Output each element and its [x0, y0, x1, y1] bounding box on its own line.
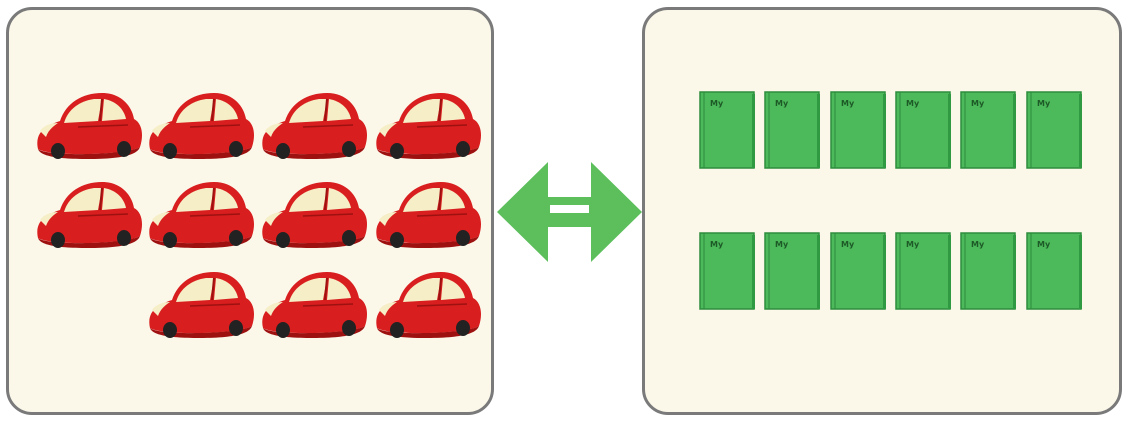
book-icon: My	[1026, 232, 1082, 310]
car-icon	[376, 272, 481, 338]
book-label: My	[841, 99, 855, 108]
car-icon	[149, 93, 254, 159]
book-icon: My	[830, 91, 886, 169]
book-icon: My	[895, 91, 951, 169]
book-label: My	[971, 99, 985, 108]
book-icon: My	[764, 232, 820, 310]
car-icon	[262, 93, 367, 159]
book-icon: My	[1026, 91, 1082, 169]
car-icon	[149, 272, 254, 338]
book-label: My	[841, 240, 855, 249]
book-label: My	[1037, 99, 1051, 108]
book-label: My	[710, 240, 724, 249]
book-label: My	[775, 240, 789, 249]
car-icon	[376, 93, 481, 159]
car-icon	[149, 182, 254, 248]
book-icon: My	[960, 232, 1016, 310]
book-label: My	[971, 240, 985, 249]
book-label: My	[775, 99, 789, 108]
book-icon: My	[764, 91, 820, 169]
car-icon	[37, 182, 142, 248]
book-label: My	[906, 99, 920, 108]
car-icon	[37, 93, 142, 159]
car-icon	[262, 182, 367, 248]
book-icon: My	[895, 232, 951, 310]
book-label: My	[1037, 240, 1051, 249]
books-panel	[642, 7, 1122, 415]
book-icon: My	[960, 91, 1016, 169]
book-icon: My	[830, 232, 886, 310]
book-label: My	[906, 240, 920, 249]
car-icon	[376, 182, 481, 248]
book-label: My	[710, 99, 724, 108]
car-icon	[262, 272, 367, 338]
book-icon: My	[699, 232, 755, 310]
book-icon: My	[699, 91, 755, 169]
